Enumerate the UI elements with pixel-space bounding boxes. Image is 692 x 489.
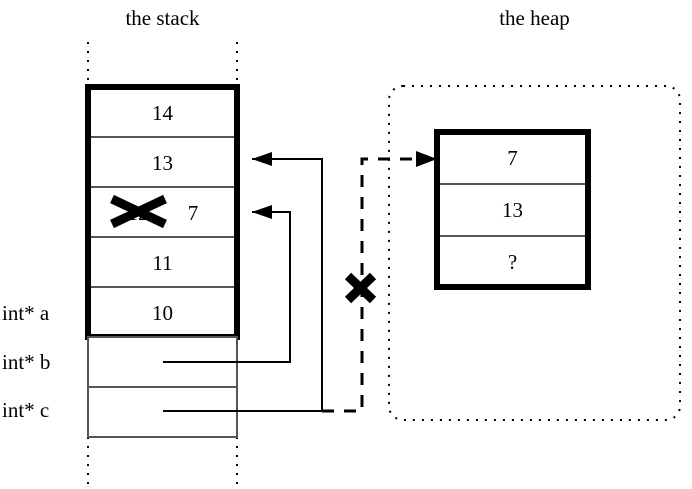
- stack-cell-value-2-new: 7: [187, 201, 199, 225]
- dangling-pointer-cross-icon: [344, 272, 377, 304]
- stack-cell-value-2-struck: 12: [127, 201, 149, 225]
- heap-title: the heap: [499, 6, 570, 30]
- stack-title: the stack: [125, 6, 200, 30]
- heap-cell-value-0: 7: [507, 146, 518, 170]
- stack-cell-value-3: 11: [152, 251, 173, 275]
- edge-c-to-heap-dangling: [322, 151, 437, 413]
- heap-block-box: [434, 129, 591, 290]
- var-label-b: int* b: [2, 350, 51, 374]
- edge-c-to-cell: [163, 152, 323, 412]
- stack-frame-box: [85, 84, 240, 340]
- edge-b-to-cell: [163, 205, 291, 363]
- heap-cell-value-2: ?: [507, 250, 518, 274]
- var-label-c: int* c: [2, 398, 50, 422]
- heap-cell-value-1: 13: [502, 198, 523, 222]
- stack-cell-value-4: 10: [152, 301, 173, 325]
- var-label-a: int* a: [2, 301, 50, 325]
- stack-cell-value-0: 14: [152, 101, 173, 125]
- stack-cell-value-1: 13: [152, 151, 173, 175]
- struck-value-cross-icon: [110, 194, 167, 229]
